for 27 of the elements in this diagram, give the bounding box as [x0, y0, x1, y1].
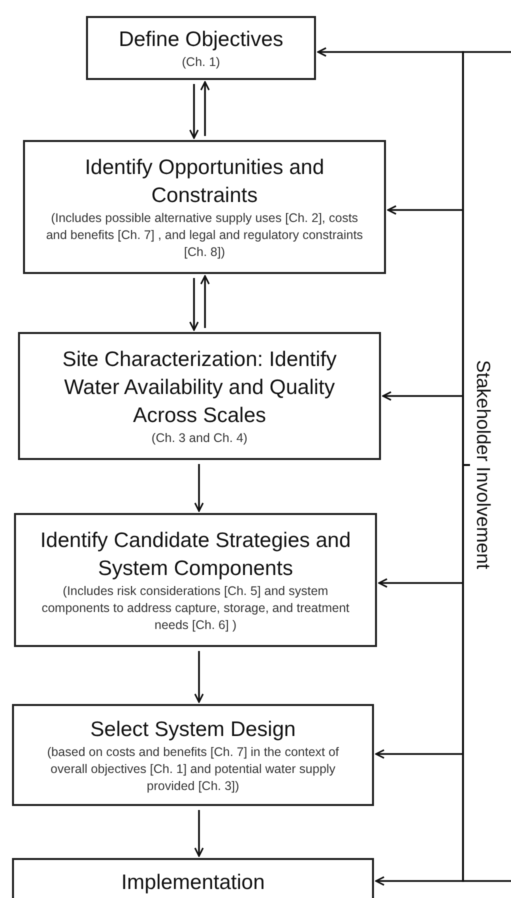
- box-note: (Ch. 1): [180, 54, 222, 70]
- box-title: Identify Opportunities and Constraints: [84, 154, 326, 208]
- box-title: Select System Design: [90, 716, 296, 742]
- arrow: [200, 275, 210, 328]
- process-box: [14, 513, 377, 647]
- bracket-line: [462, 51, 511, 882]
- arrow: [189, 278, 199, 331]
- arrow: [194, 651, 204, 703]
- process-box: [18, 332, 381, 460]
- arrow: [189, 84, 199, 139]
- side-label: Stakeholder Involvement: [470, 360, 494, 570]
- arrow: [375, 464, 470, 886]
- box-note: (based on costs and benefits [Ch. 7] in the context of overall objectives [Ch. 1] and potential water supply provided [Ch. 3]): [46, 744, 340, 794]
- box-note: (Includes risk considerations [Ch. 5] and system components to address capture, storage, and treatment needs [Ch. 6] ): [40, 582, 350, 634]
- box-title: Implementation: [121, 870, 265, 896]
- process-box: [12, 704, 374, 806]
- process-box: [86, 16, 316, 80]
- box-title: Identify Candidate Strategies and System Components: [39, 528, 352, 582]
- box-note: (Includes possible alternative supply uses [Ch. 2], costs and benefits [Ch. 7] , and legal and regulatory constraints [Ch. 8]): [45, 210, 364, 260]
- box-title: Site Characterization: Identify Water Availability and Quality Across Scales: [61, 346, 338, 428]
- arrow: [194, 464, 204, 512]
- process-box: [23, 140, 386, 274]
- process-box: [12, 858, 374, 898]
- arrow: [194, 810, 204, 857]
- box-note: (Ch. 3 and Ch. 4): [150, 430, 248, 446]
- arrow: [200, 81, 210, 136]
- box-title: Define Objectives: [118, 26, 284, 52]
